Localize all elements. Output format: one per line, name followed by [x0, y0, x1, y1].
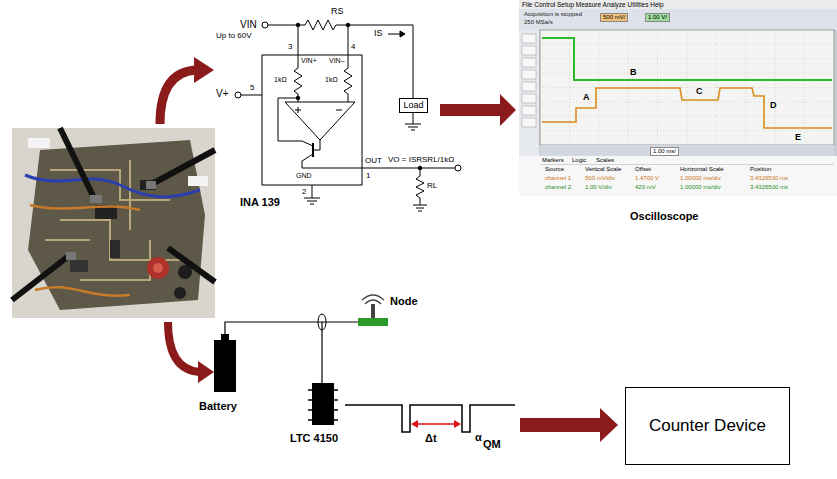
pin-name: VIN+	[301, 57, 317, 65]
table-cell: 1.00 V/div	[585, 184, 612, 191]
table-cell: channel 1	[545, 175, 571, 182]
resistor-value: 1kΩ	[325, 76, 338, 84]
table-header: Vertical Scale	[585, 166, 621, 173]
trace-marker: A	[583, 92, 590, 102]
trace-marker: C	[696, 86, 703, 96]
part-caption: Oscilloscope	[630, 210, 698, 223]
process-box: Counter Device	[625, 387, 790, 465]
pin-name: GND	[296, 172, 312, 180]
scale-box: 500 mV/	[600, 13, 628, 22]
trace-marker: B	[630, 67, 637, 77]
ina139-schematic	[235, 20, 461, 211]
signal-label: QM	[483, 438, 501, 451]
current-label: IS	[374, 28, 383, 38]
trace-marker: D	[770, 100, 777, 110]
part-caption: Battery	[199, 400, 237, 413]
table-cell: 1.4700 V	[635, 175, 659, 182]
scale-box: 1.00 ms/	[650, 147, 679, 156]
pin-number: 1	[366, 171, 370, 180]
status-text: 250 MSa/s	[524, 19, 553, 26]
signal-label: Δt	[425, 432, 437, 445]
table-cell: 500 mV/div	[585, 175, 615, 182]
tab-label: Markers	[542, 157, 564, 164]
pin-number: 3	[288, 42, 292, 51]
board-photo	[12, 128, 215, 318]
table-header: Horizontal Scale	[680, 166, 724, 173]
resistor-value: 1kΩ	[274, 76, 287, 84]
resistor-label: RL	[427, 181, 437, 190]
pin-number: 5	[250, 83, 254, 92]
signal-label: α	[475, 431, 482, 444]
table-header: Position	[750, 166, 771, 173]
part-caption: LTC 4150	[290, 432, 338, 445]
table-cell: 1.00000 ms/div	[680, 175, 721, 182]
tab-label: Scales	[596, 157, 614, 164]
voltage-label: VIN	[240, 19, 257, 31]
pin-name: VIN–	[329, 57, 345, 65]
table-header: Source	[545, 166, 564, 173]
table-cell: 3.4326500 ms	[750, 175, 788, 182]
tab-label: Logic	[572, 157, 586, 164]
pin-number: 4	[351, 42, 355, 51]
status-text: Acquisition is stopped	[524, 11, 582, 18]
table-cell: 3.4326500 ms	[750, 184, 788, 191]
pin-number: 2	[302, 187, 306, 196]
resistor-label: RS	[331, 6, 344, 16]
trace-marker: E	[795, 132, 801, 142]
measurement-circuit	[214, 295, 515, 432]
table-cell: 420 mV	[635, 184, 656, 191]
part-caption: Node	[390, 295, 418, 308]
oscilloscope-screen	[519, 0, 837, 196]
node-text: Counter Device	[649, 416, 766, 436]
table-cell: 1.00000 ms/div	[680, 184, 721, 191]
formula-label: VO = ISRSRL/1kΩ	[388, 155, 454, 164]
table-header: Offset	[635, 166, 651, 173]
pin-name: OUT	[365, 156, 382, 165]
part-caption: INA 139	[240, 196, 280, 209]
supply-label: V+	[216, 88, 229, 100]
node-text: Load	[403, 100, 423, 110]
menu-bar: File Control Setup Measure Analyze Utili…	[522, 1, 664, 8]
note-label: Up to 60V	[216, 31, 252, 40]
scale-box: 1.00 V/	[645, 13, 670, 22]
load-box: Load	[399, 98, 428, 113]
table-cell: channel 2	[545, 184, 571, 191]
